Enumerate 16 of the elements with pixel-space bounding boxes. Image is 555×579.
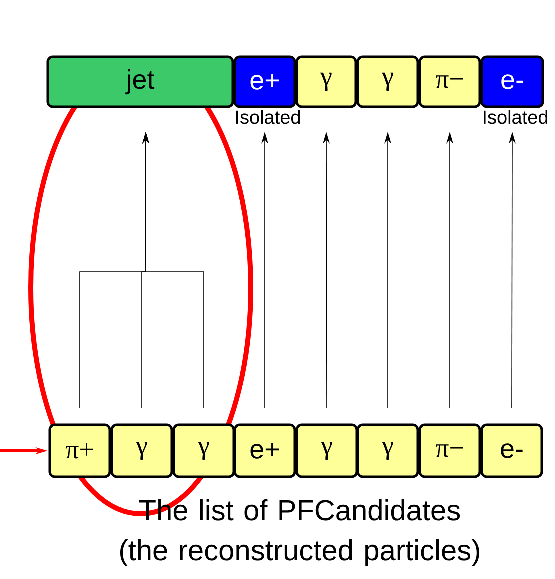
particle-box: γ <box>296 56 358 108</box>
particle-box: e+ <box>234 424 296 478</box>
particle-box: γ <box>172 424 236 478</box>
particle-box: π− <box>418 424 482 478</box>
particle-box: e- <box>480 424 544 478</box>
particle-box: γ <box>296 424 358 478</box>
particle-box: e- <box>480 56 544 108</box>
isolated-label: Isolated <box>484 110 548 124</box>
particle-box: π− <box>418 56 482 108</box>
particle-box: γ <box>110 424 174 478</box>
particle-box: γ <box>356 424 420 478</box>
particle-box: e+ <box>234 56 296 108</box>
particle-box: jet <box>46 56 234 108</box>
particle-box: γ <box>356 56 420 108</box>
isolated-label: Isolated <box>236 110 300 124</box>
particle-box: π+ <box>48 424 112 478</box>
